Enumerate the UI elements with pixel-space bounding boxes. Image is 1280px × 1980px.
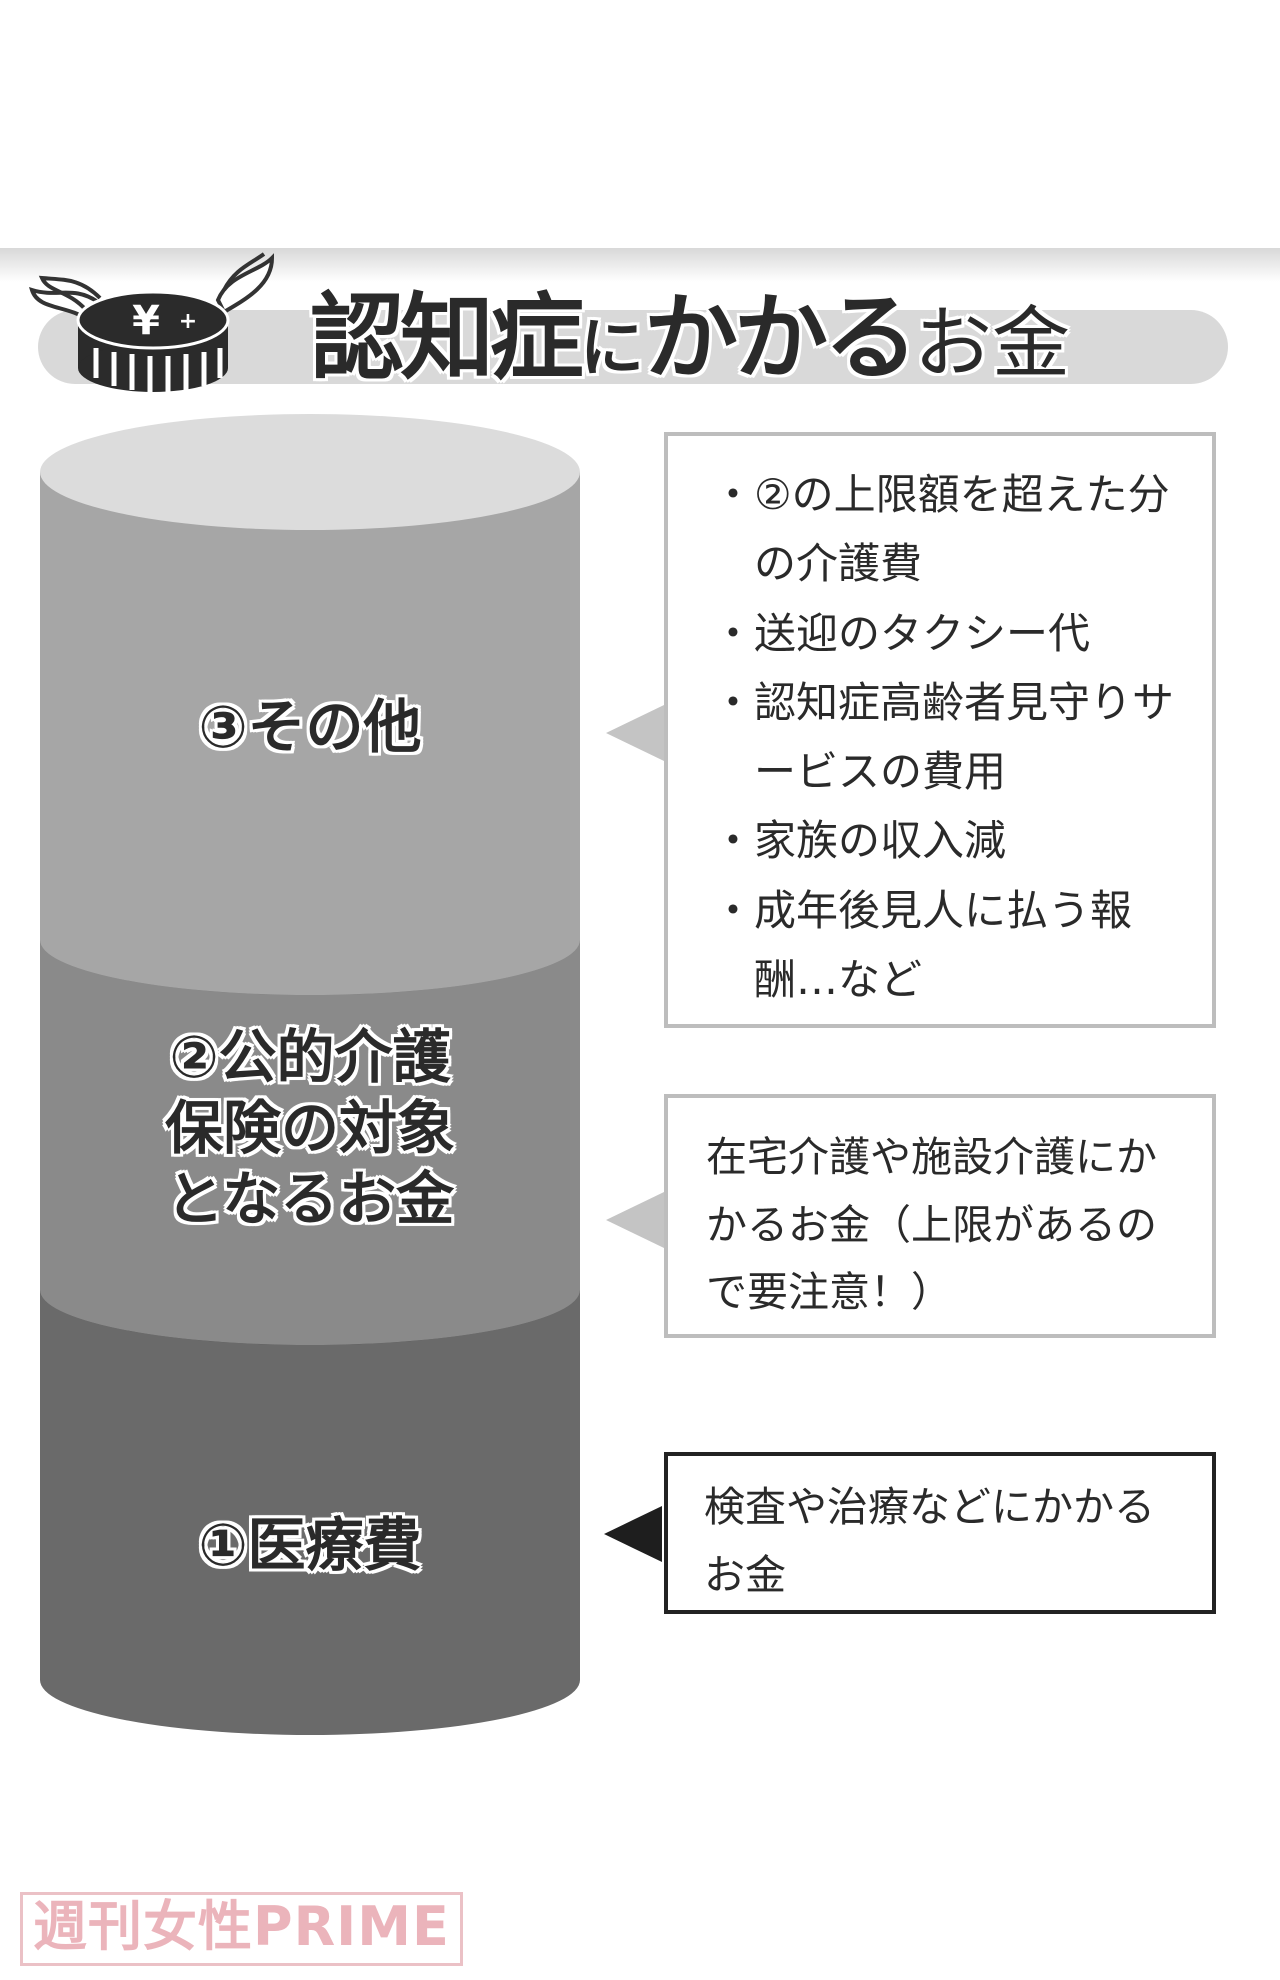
callout-other-item: 家族の収入減 [712,806,1190,876]
title-part-4: お金 [914,299,1071,389]
callout-other-item: 認知症高齢者見守りサービスの費用 [712,668,1190,807]
callout-medical: 検査や治療などにかかるお金 [664,1452,1216,1614]
title-part-1: 認知症 [310,284,584,393]
yen-symbol: ¥ [132,298,160,344]
callout-other-item: 成年後見人に払う報酬…など [712,876,1190,1015]
segment-label-other: ③その他 [198,693,422,761]
cylinder-top-other [40,414,580,530]
title-bar [38,310,1228,384]
callout-other-item: ②の上限額を超えた分の介護費 [712,460,1190,599]
cylinder-segment-medical [40,1290,580,1735]
callout-medical-text: 検査や治療などにかかるお金 [704,1483,1155,1599]
segment-label-medical: ①医療費 [198,1511,422,1579]
page-title: 認知症にかかるお金 [310,292,1070,386]
callout-public-care: 在宅介護や施設介護にかかるお金（上限があるので要注意！） [664,1094,1216,1338]
callout-pointer-public-care [606,1192,664,1248]
cylinder-segment-other [40,472,580,995]
header-band [0,248,1280,282]
cylinder-segment-public-care [40,940,580,1345]
callout-public-care-text: 在宅介護や施設介護にかかるお金（上限があるので要注意！） [706,1133,1157,1317]
callout-pointer-other [606,705,664,761]
svg-text:+: + [179,309,197,334]
callout-pointer-medical [604,1506,662,1562]
callout-other-item: 送迎のタクシー代 [712,599,1190,669]
flying-yen-coin-icon: ¥ + [29,252,275,392]
segment-label-public-care: ②公的介護 保険の対象 となるお金 [164,1023,455,1233]
watermark-logo: 週刊女性PRIME [20,1892,463,1966]
callout-other: ②の上限額を超えた分の介護費 送迎のタクシー代 認知症高齢者見守りサービスの費用… [664,432,1216,1028]
title-part-2: に [580,312,645,386]
title-part-3: かかる [644,284,918,393]
